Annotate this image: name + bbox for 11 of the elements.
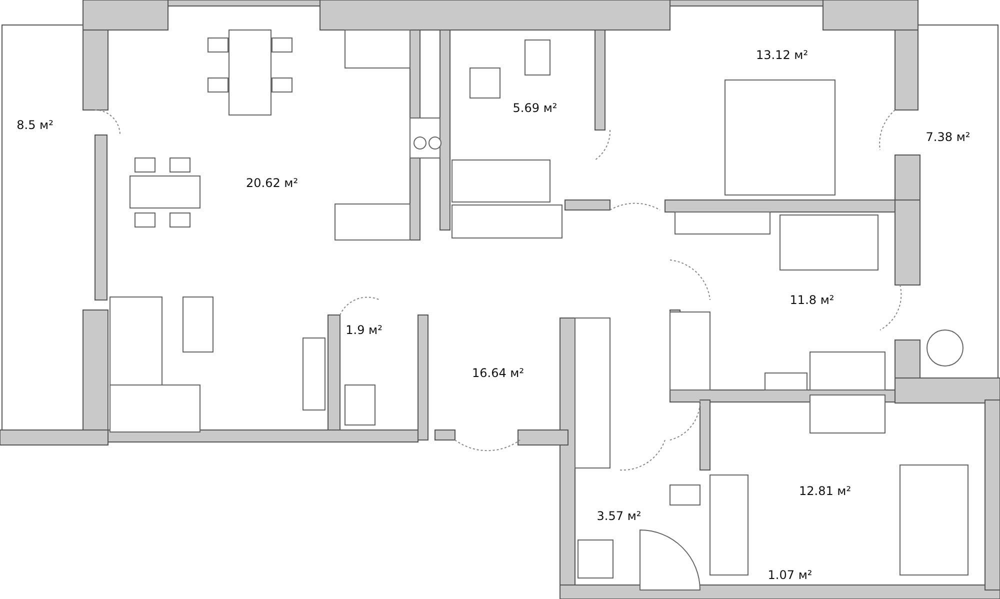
room-area-label: 8.5 м² [16,118,54,132]
room-area-label: 1.07 м² [768,568,812,582]
room-area-label: 12.81 м² [798,484,852,498]
room-area-label: 1.9 м² [346,323,382,337]
room-area-label: 3.57 м² [596,509,642,523]
room-area-label: 16.64 м² [472,366,524,380]
room-area-label: 11.8 м² [790,293,834,307]
room-area-label: 20.62 м² [246,176,298,190]
room-area-label: 7.38 м² [926,130,970,144]
room-area-label: 13.12 м² [756,48,808,62]
room-area-label: 5.69 м² [512,101,558,115]
